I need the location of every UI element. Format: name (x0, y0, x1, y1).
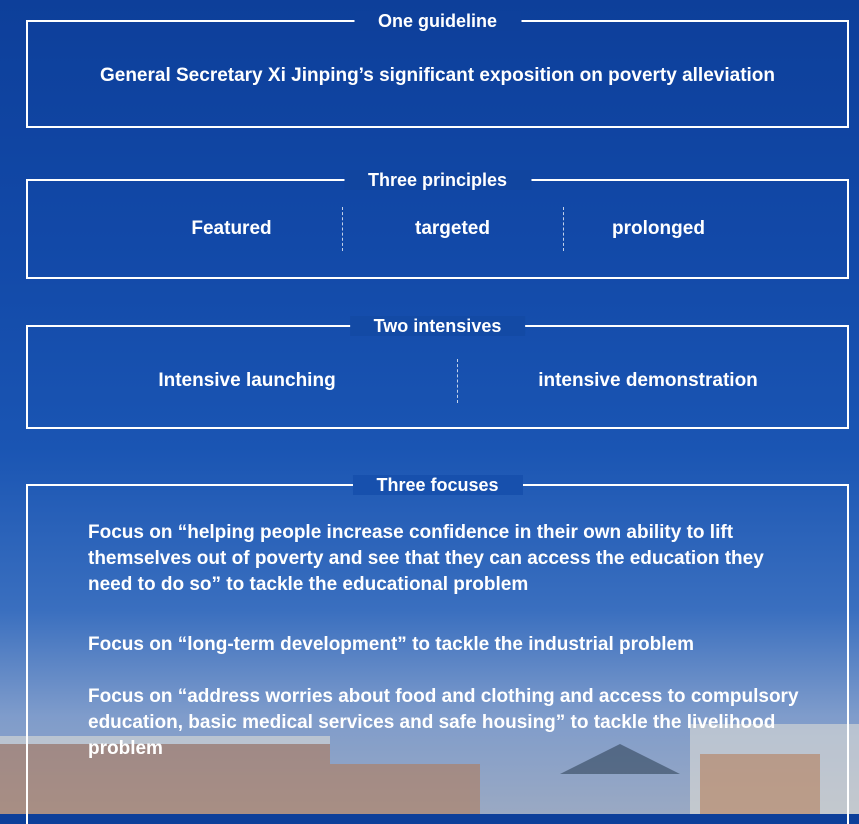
principles-divider-2 (562, 207, 564, 251)
focus-item-industrial: Focus on “long-term development” to tack… (88, 634, 694, 655)
principles-row: Featured targeted prolonged (28, 205, 847, 253)
intensives-title: Two intensives (349, 316, 526, 336)
intensives-row: Intensive launching intensive demonstrat… (28, 355, 847, 407)
guideline-text: General Secretary Xi Jinping’s significa… (99, 65, 776, 86)
guideline-panel: One guideline General Secretary Xi Jinpi… (26, 11, 849, 128)
principle-prolonged: prolonged (612, 218, 705, 239)
intensive-launching: Intensive launching (158, 370, 336, 391)
intensives-panel: Two intensives Intensive launching inten… (26, 316, 849, 429)
intensive-demonstration: intensive demonstration (538, 370, 758, 391)
focus-item-educational: Focus on “helping people increase confid… (88, 522, 764, 595)
principles-title: Three principles (343, 170, 532, 190)
focuses-title: Three focuses (352, 475, 523, 495)
guideline-row: General Secretary Xi Jinping’s significa… (28, 56, 847, 96)
principle-targeted: targeted (415, 218, 490, 239)
guideline-title: One guideline (353, 11, 522, 31)
intensives-divider (457, 359, 458, 403)
focuses-panel: Three focuses Focus on “helping people i… (26, 475, 849, 824)
principles-divider-1 (341, 207, 343, 251)
principles-panel: Three principles Featured targeted prolo… (26, 170, 849, 279)
focus-item-livelihood: Focus on “address worries about food and… (88, 686, 799, 759)
principle-featured: Featured (191, 218, 272, 239)
